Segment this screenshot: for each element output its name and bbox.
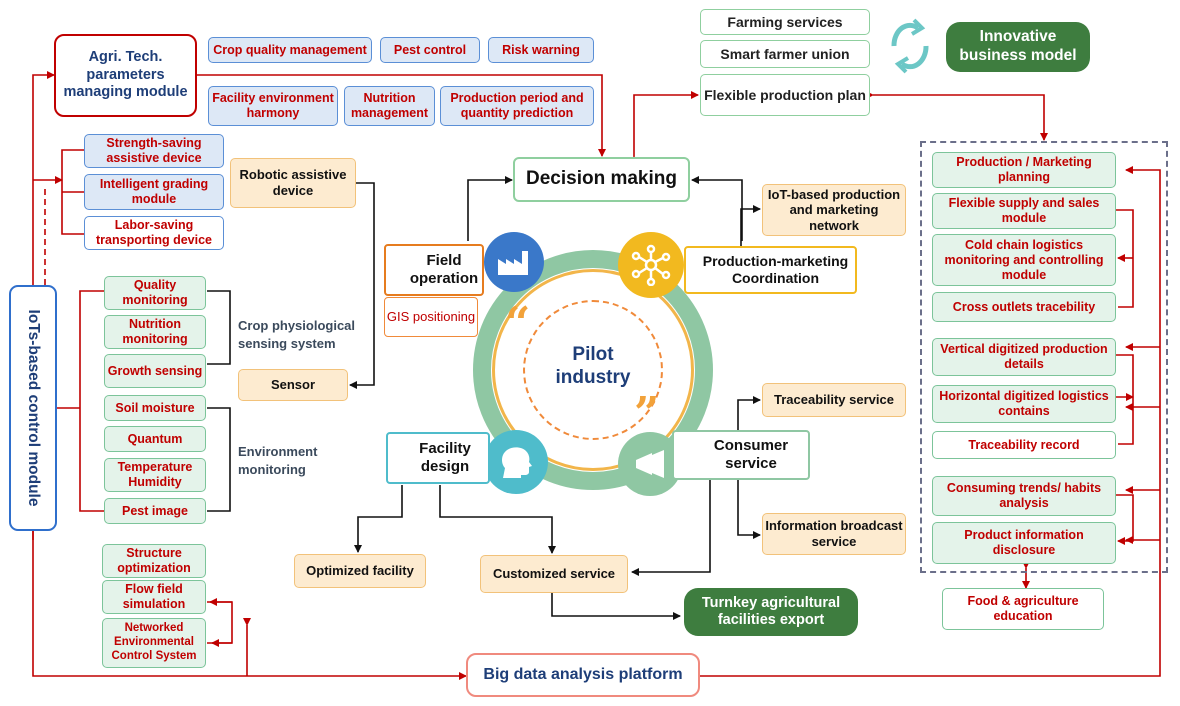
quote-close-icon: ” — [634, 388, 660, 439]
optimized-facility: Optimized facility — [294, 554, 426, 588]
soil-moisture: Soil moisture — [104, 395, 206, 421]
structure-optimization: Structure optimization — [102, 544, 206, 578]
flexible-supply-sales: Flexible supply and sales module — [932, 193, 1116, 229]
intelligent-grading-module: Intelligent grading module — [84, 174, 224, 210]
robotic-assistive-device: Robotic assistive device — [230, 158, 356, 208]
turnkey-export: Turnkey agricultural facilities export — [684, 588, 858, 636]
decision-making: Decision making — [513, 157, 690, 202]
temperature-humidity: Temperature Humidity — [104, 458, 206, 492]
quantum: Quantum — [104, 426, 206, 452]
production-period-prediction: Production period and quantity predictio… — [440, 86, 594, 126]
cycle-icon — [884, 16, 936, 76]
big-data-platform: Big data analysis platform — [466, 653, 700, 697]
megaphone-icon — [618, 432, 682, 496]
information-broadcast: Information broadcast service — [762, 513, 906, 555]
traceability-record: Traceability record — [932, 431, 1116, 459]
farming-services: Farming services — [700, 9, 870, 35]
control-module-label: IoTs-based control module — [25, 309, 42, 507]
production-marketing-coordination: Production-marketing Coordination — [684, 246, 857, 294]
inner-dashed-ring — [523, 300, 663, 440]
nutrition-management: Nutrition management — [344, 86, 435, 126]
traceability-service: Traceability service — [762, 383, 906, 417]
nutrition-monitoring: Nutrition monitoring — [104, 315, 206, 349]
facility-design: Facility design — [386, 432, 490, 484]
networked-environmental-control: Networked Environmental Control System — [102, 618, 206, 668]
iot-network: IoT-based production and marketing netwo… — [762, 184, 906, 236]
consuming-trends-analysis: Consuming trends/ habits analysis — [932, 476, 1116, 516]
facility-environment-harmony: Facility environment harmony — [208, 86, 338, 126]
quote-open-icon: “ — [505, 298, 531, 349]
iots-control-module: IoTs-based control module — [9, 285, 57, 531]
flexible-production-plan: Flexible production plan — [700, 74, 870, 116]
cross-outlets-tracebility: Cross outlets tracebility — [932, 292, 1116, 322]
brain-head-icon — [484, 430, 548, 494]
gis-positioning: GIS positioning — [384, 297, 478, 337]
horizontal-digitized-logistics: Horizontal digitized logistics contains — [932, 385, 1116, 423]
quality-monitoring: Quality monitoring — [104, 276, 206, 310]
environment-monitoring: Environment monitoring — [238, 444, 318, 477]
right-panel — [920, 141, 1168, 573]
labor-saving-device: Labor-saving transporting device — [84, 216, 224, 250]
production-marketing-planning: Production / Marketing planning — [932, 152, 1116, 188]
smart-farmer-union: Smart farmer union — [700, 40, 870, 68]
innovative-business-model: Innovative business model — [946, 22, 1090, 72]
pest-image: Pest image — [104, 498, 206, 524]
agri-tech-module: Agri. Tech. parameters managing module — [54, 34, 197, 117]
customized-service: Customized service — [480, 555, 628, 593]
flow-field-simulation: Flow field simulation — [102, 580, 206, 614]
product-information-disclosure: Product information disclosure — [932, 522, 1116, 564]
crop-quality-management: Crop quality management — [208, 37, 372, 63]
pest-control: Pest control — [380, 37, 480, 63]
risk-warning: Risk warning — [488, 37, 594, 63]
vertical-digitized-production: Vertical digitized production details — [932, 338, 1116, 376]
network-icon — [618, 232, 684, 298]
pilot-industry: Pilot industry — [555, 344, 631, 388]
crop-sensing-system: Crop physiological sensing system — [238, 318, 356, 351]
growth-sensing: Growth sensing — [104, 354, 206, 388]
food-agriculture-education: Food & agriculture education — [942, 588, 1104, 630]
cold-chain-logistics: Cold chain logistics monitoring and cont… — [932, 234, 1116, 286]
sensor: Sensor — [238, 369, 348, 401]
consumer-service: Consumer service — [672, 430, 810, 480]
field-operation: Field operation — [384, 244, 484, 296]
factory-icon — [484, 232, 544, 292]
strength-saving-device: Strength-saving assistive device — [84, 134, 224, 168]
